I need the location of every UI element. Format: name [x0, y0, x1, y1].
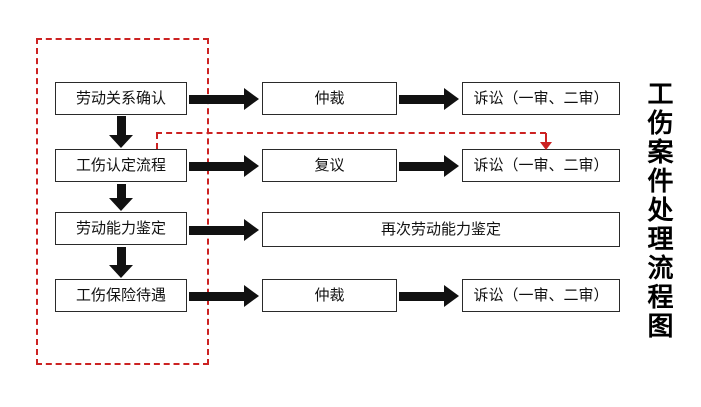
- arrow-head: [444, 285, 459, 307]
- arrow-head: [109, 135, 133, 148]
- arrow-right-row2-left-to-middle: [189, 155, 259, 177]
- arrow-shaft: [189, 161, 244, 171]
- arrow-head: [444, 88, 459, 110]
- node-injury-insurance-benefits: 工伤保险待遇: [55, 279, 187, 312]
- arrow-head: [444, 155, 459, 177]
- arrow-right-row4-middle-to-right: [399, 285, 459, 307]
- node-reconsideration-row2: 复议: [262, 149, 397, 182]
- node-injury-determination-process: 工伤认定流程: [55, 149, 187, 182]
- arrow-head: [109, 265, 133, 278]
- node-labor-relation-confirmation: 劳动关系确认: [55, 82, 187, 115]
- arrow-right-row1-middle-to-right: [399, 88, 459, 110]
- arrow-down-row3-to-row4: [109, 247, 133, 278]
- node-arbitration-row4: 仲裁: [262, 279, 397, 312]
- arrow-shaft: [399, 94, 444, 104]
- arrow-head: [244, 155, 259, 177]
- arrow-shaft: [189, 94, 244, 104]
- node-litigation-row2: 诉讼（一审、二审）: [462, 149, 620, 182]
- arrow-shaft: [399, 161, 444, 171]
- node-litigation-row4: 诉讼（一审、二审）: [462, 279, 620, 312]
- arrow-right-row2-middle-to-right: [399, 155, 459, 177]
- arrow-shaft: [116, 184, 126, 198]
- arrow-right-row3-left-to-wide: [189, 219, 259, 241]
- chart-title-vertical: 工伤案件处理流程图: [644, 80, 674, 341]
- arrow-head: [244, 285, 259, 307]
- arrow-shaft: [116, 116, 126, 135]
- arrow-shaft: [189, 225, 244, 235]
- node-capacity-reassessment: 再次劳动能力鉴定: [262, 212, 620, 247]
- node-labor-capacity-assessment: 劳动能力鉴定: [55, 212, 187, 245]
- arrow-right-row1-left-to-middle: [189, 88, 259, 110]
- node-arbitration-row1: 仲裁: [262, 82, 397, 115]
- red-dashed-frame: [36, 38, 209, 365]
- arrow-down-row1-to-row2: [109, 116, 133, 148]
- red-dashed-arrow-head: [540, 142, 552, 150]
- arrow-shaft: [399, 291, 444, 301]
- arrow-shaft: [116, 247, 126, 265]
- arrow-right-row4-left-to-middle: [189, 285, 259, 307]
- arrow-head: [244, 88, 259, 110]
- arrow-head: [244, 219, 259, 241]
- arrow-down-row2-to-row3: [109, 184, 133, 211]
- arrow-head: [109, 198, 133, 211]
- node-litigation-row1: 诉讼（一审、二审）: [462, 82, 620, 115]
- red-dashed-connector-start: [156, 133, 158, 149]
- arrow-shaft: [189, 291, 244, 301]
- red-dashed-connector-drop: [545, 133, 547, 142]
- red-dashed-connector-line: [156, 132, 546, 134]
